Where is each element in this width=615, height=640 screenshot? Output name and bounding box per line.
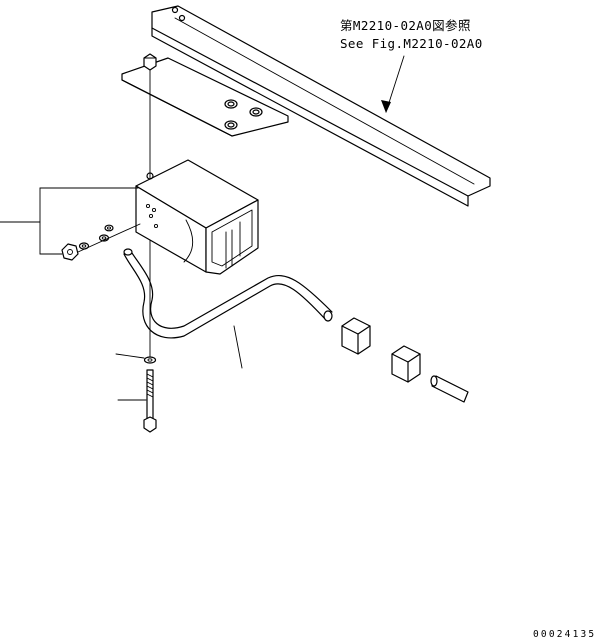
connector-female — [391, 345, 421, 383]
mounting-plate — [121, 57, 289, 137]
reference-note: 第M2210-02A0図参照 See Fig.M2210-02A0 — [340, 18, 483, 113]
harness-leader-line — [233, 325, 243, 369]
mounting-bolt — [143, 369, 157, 433]
reference-note-english: See Fig.M2210-02A0 — [340, 36, 483, 51]
top-nut — [143, 53, 157, 71]
plate-bolt — [249, 107, 263, 117]
mounting-bracket — [151, 5, 491, 207]
reference-arrowhead — [381, 100, 391, 113]
reference-note-japanese: 第M2210-02A0図参照 — [340, 18, 471, 33]
plate-bolt — [224, 120, 238, 130]
work-lamp — [135, 159, 259, 275]
washer-leader-line — [115, 353, 145, 359]
drawing-code: 00024135 — [533, 629, 596, 640]
plate-bolt — [224, 99, 238, 109]
connector-male — [341, 317, 371, 355]
stud-axis-line — [77, 223, 141, 253]
lower-washer — [143, 356, 157, 364]
washer — [104, 224, 114, 232]
lead-wire — [430, 375, 469, 403]
wire-harness — [123, 248, 333, 339]
callout-bracket — [0, 187, 139, 255]
hex-nut — [61, 243, 79, 261]
